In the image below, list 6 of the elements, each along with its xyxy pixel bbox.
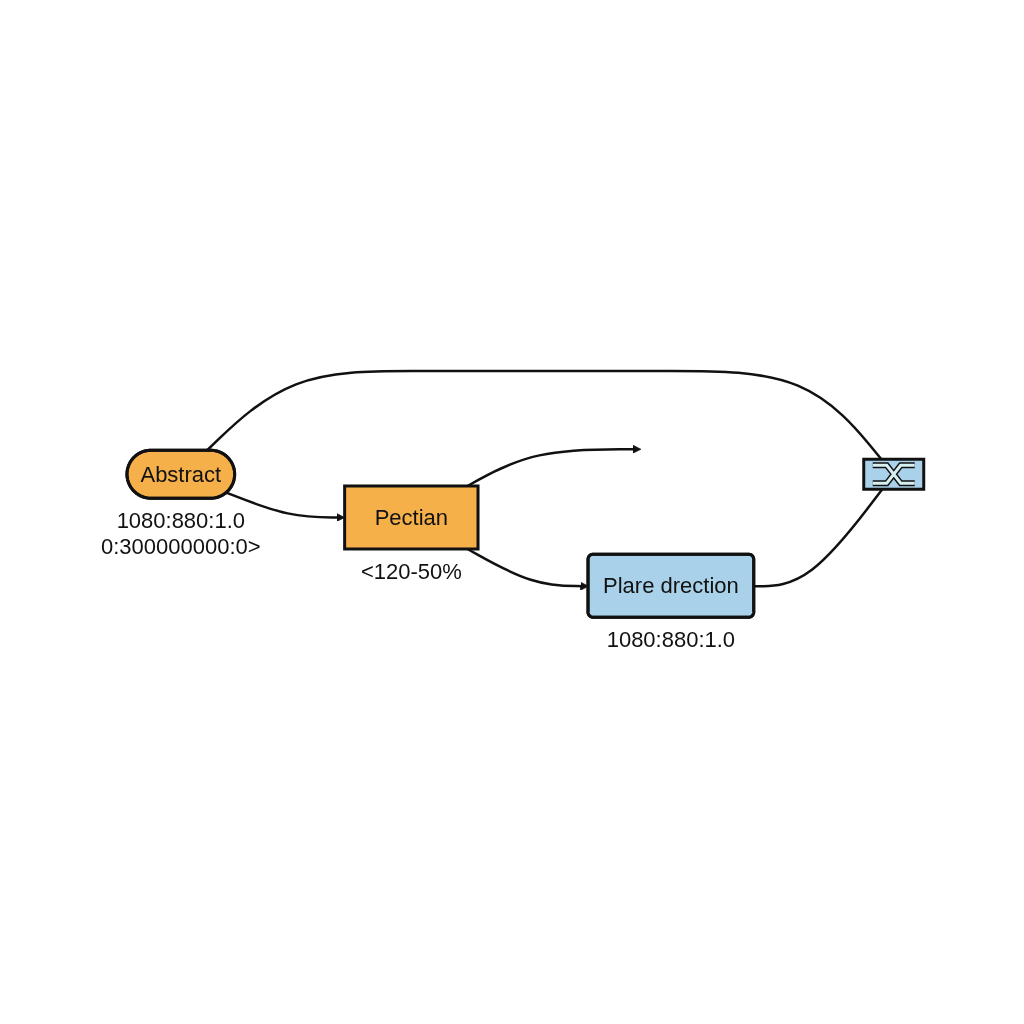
node-box: Pectian	[342, 484, 480, 551]
arrow	[226, 492, 345, 523]
node-caption: 1080:880:1.0 0:300000000:0>	[100, 508, 261, 560]
node-box	[861, 458, 925, 492]
node-caption: 1080:880:1.0	[606, 627, 735, 653]
node-caption: <120-50%	[360, 559, 462, 585]
